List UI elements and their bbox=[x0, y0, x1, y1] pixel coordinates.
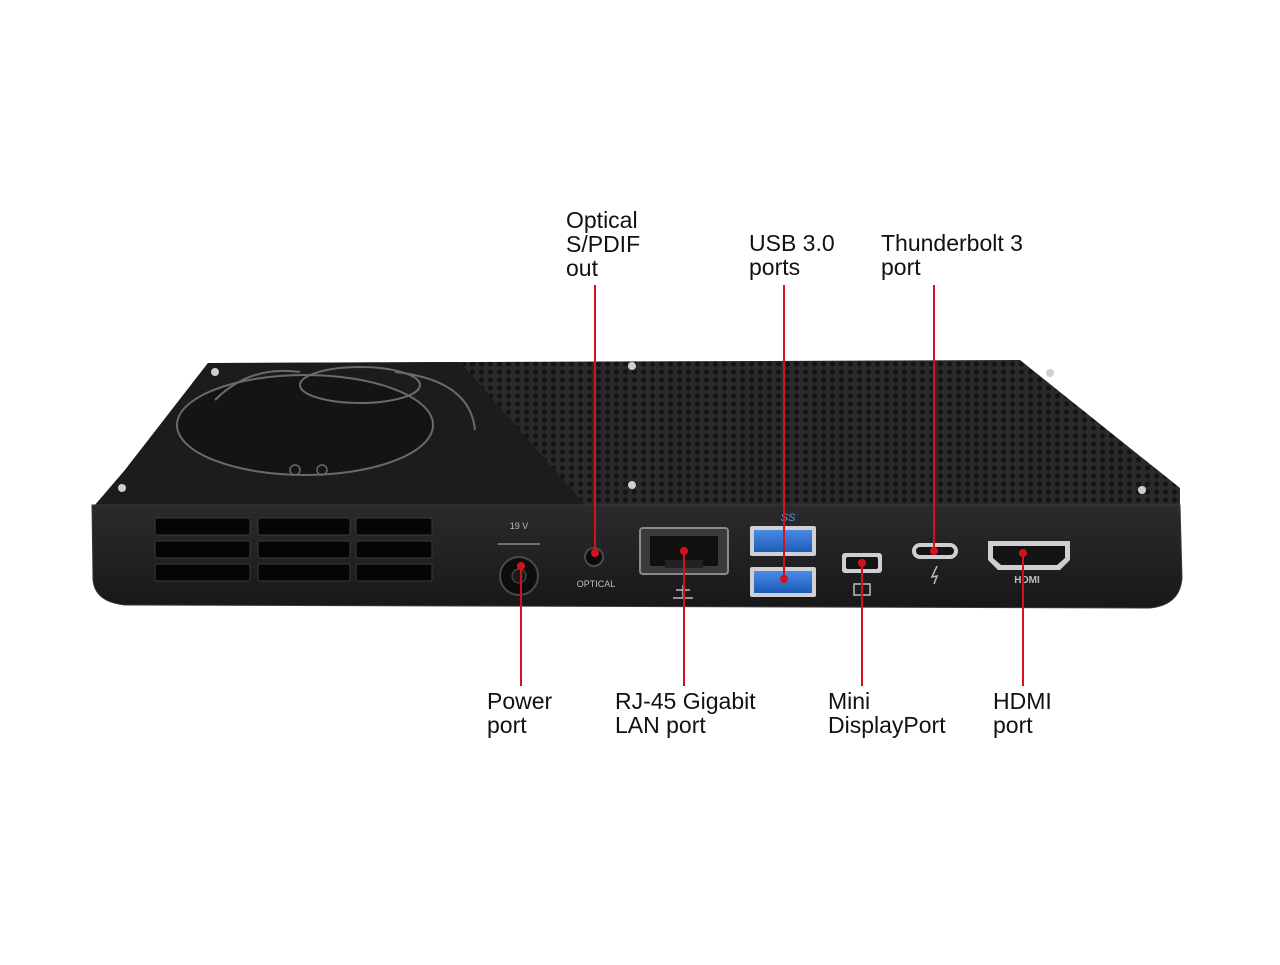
callout-lan: RJ-45 Gigabit LAN port bbox=[615, 688, 756, 738]
hdmi-port: HDMI bbox=[988, 541, 1070, 586]
callout-dot-lan bbox=[680, 547, 688, 555]
vent-grille bbox=[154, 517, 433, 582]
power-rating-marking: 19 V bbox=[510, 521, 529, 531]
hdmi-marking: HDMI bbox=[1014, 575, 1040, 586]
callout-dot-minidp bbox=[858, 559, 866, 567]
callout-dot-hdmi bbox=[1019, 549, 1027, 557]
callout-dot-usb bbox=[780, 575, 788, 583]
callout-power: Power port bbox=[487, 688, 553, 738]
callout-thunderbolt: Thunderbolt 3 port bbox=[881, 230, 1023, 280]
callout-hdmi: HDMI port bbox=[993, 688, 1052, 738]
optical-marking: OPTICAL bbox=[577, 579, 616, 589]
callout-lines bbox=[517, 285, 1027, 686]
callout-dot-thunderbolt bbox=[930, 547, 938, 555]
callout-minidp: Mini DisplayPort bbox=[828, 688, 946, 738]
callout-dot-optical bbox=[591, 549, 599, 557]
callout-dot-power bbox=[517, 562, 525, 570]
chassis-top bbox=[95, 360, 1180, 505]
callout-usb: USB 3.0 ports bbox=[749, 230, 835, 280]
callout-optical: Optical S/PDIF out bbox=[566, 207, 641, 281]
usb-marking: SS bbox=[781, 512, 796, 524]
